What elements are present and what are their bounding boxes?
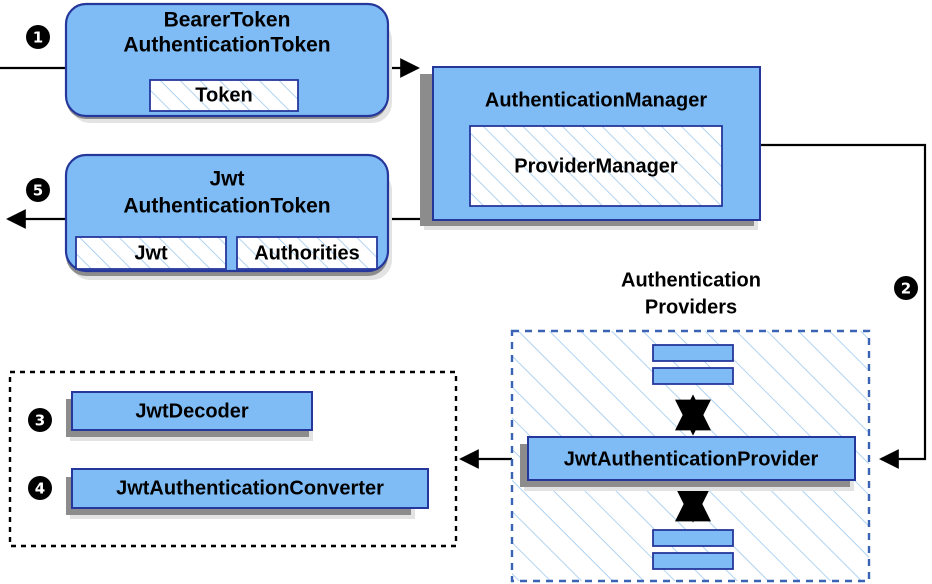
authentication-providers-caption-line1: Authentication	[621, 269, 761, 291]
step-marker-2-label: 2	[901, 280, 911, 298]
provider-stack-top	[652, 344, 734, 385]
arrow-2-manager-to-provider	[760, 143, 927, 469]
node-authentication-manager[interactable]: AuthenticationManager ProviderManager	[420, 66, 761, 230]
step-marker-1-label: 1	[33, 29, 43, 47]
provider-manager-slot-label: ProviderManager	[514, 155, 678, 177]
jwt-token-title-line1: Jwt	[209, 168, 244, 191]
step-marker-2: 2	[894, 276, 918, 300]
authentication-providers-caption-line2: Providers	[645, 296, 737, 318]
step-marker-5-label: 5	[33, 182, 43, 200]
step-marker-5: 5	[26, 178, 50, 202]
authentication-providers-caption: Authentication Providers	[621, 269, 761, 318]
authorities-slot-label: Authorities	[254, 242, 360, 264]
bearer-token-title-line1: BearerToken	[164, 9, 291, 32]
node-jwt-authentication-token[interactable]: Jwt AuthenticationToken Jwt Authorities	[64, 153, 392, 280]
node-bearer-token-authentication-token[interactable]: BearerToken AuthenticationToken Token	[64, 2, 392, 123]
provider-stack-bottom	[652, 529, 734, 570]
jwt-token-title-line2: AuthenticationToken	[123, 195, 330, 218]
node-jwt-authentication-converter[interactable]: JwtAuthenticationConverter	[66, 468, 429, 519]
jwt-authentication-converter-label: JwtAuthenticationConverter	[116, 477, 384, 499]
token-slot-label: Token	[195, 84, 252, 106]
step-marker-4: 4	[28, 476, 52, 500]
step-marker-3: 3	[28, 408, 52, 432]
jwt-slot-label: Jwt	[134, 242, 168, 264]
step-marker-4-label: 4	[35, 480, 45, 498]
bearer-token-title-line2: AuthenticationToken	[123, 34, 330, 57]
node-jwt-decoder[interactable]: JwtDecoder	[66, 391, 313, 441]
jwt-decoder-label: JwtDecoder	[135, 400, 249, 422]
step-marker-1: 1	[26, 25, 50, 49]
authentication-manager-title: AuthenticationManager	[485, 89, 707, 111]
step-marker-3-label: 3	[35, 412, 45, 430]
support-group-region	[8, 370, 458, 548]
node-jwt-authentication-provider[interactable]: JwtAuthenticationProvider	[520, 436, 856, 491]
jwt-authentication-provider-label: JwtAuthenticationProvider	[564, 448, 819, 470]
